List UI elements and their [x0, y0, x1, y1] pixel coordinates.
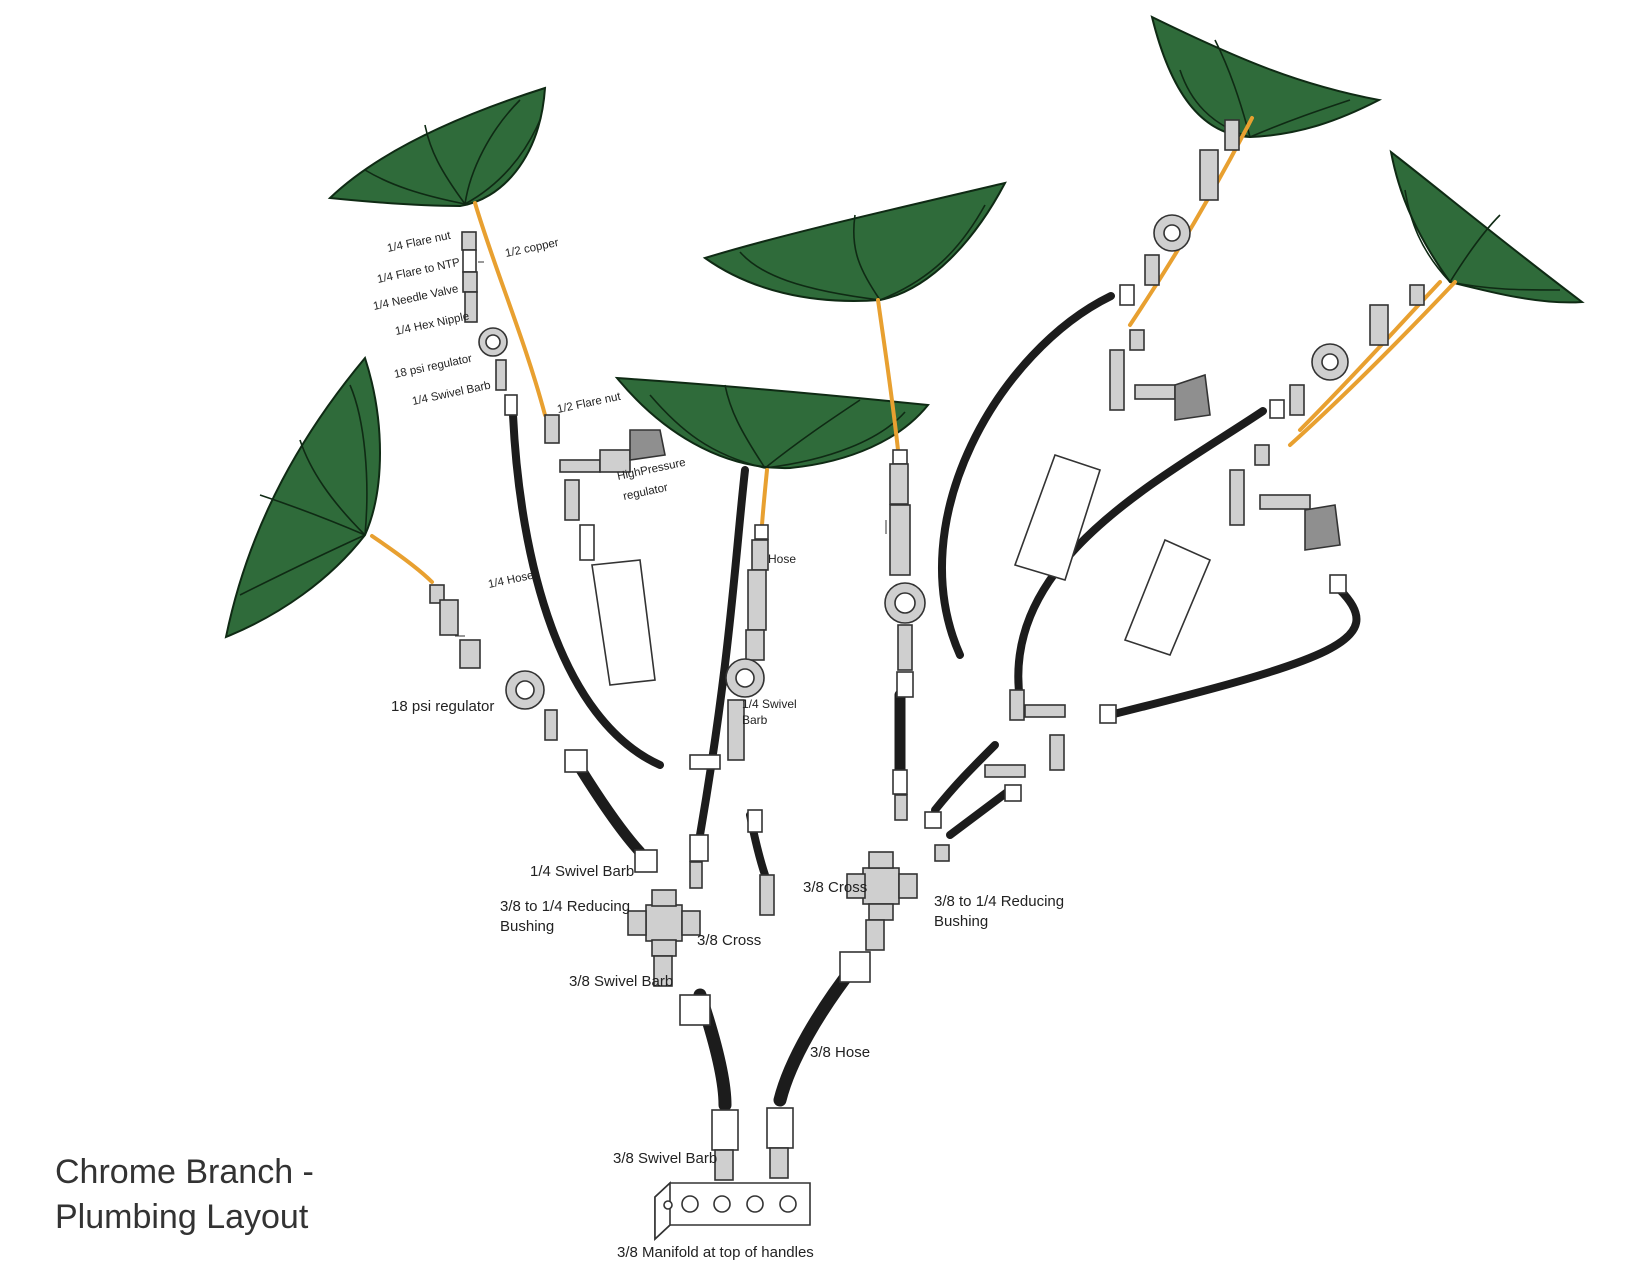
label-regulator-18psi-top: 18 psi regulator — [393, 353, 473, 381]
label-reducing-bushing-right-l1: 3/8 to 1/4 Reducing — [934, 893, 1064, 910]
fitting-stack-top-left — [461, 231, 518, 416]
label-flare-to-ntp-14: 1/4 Flare to NTP — [376, 257, 461, 286]
cross-38-left — [627, 889, 711, 1026]
label-flare-nut-14: 1/4 Flare nut — [386, 230, 452, 255]
leaf-right — [1389, 149, 1585, 304]
label-swivel-barb-38-left: 3/8 Swivel Barb — [569, 973, 673, 990]
label-hose-small: Hose — [768, 552, 796, 566]
hose-center-left — [696, 466, 749, 839]
fitting-stack-center-top — [884, 449, 926, 821]
manifold-38 — [654, 1107, 811, 1241]
hose-left-short — [574, 762, 646, 858]
label-hex-nipple-14: 1/4 Hex Nipple — [394, 311, 470, 338]
label-swivel-barb-14-left: 1/4 Swivel Barb — [530, 863, 634, 880]
copper-line-left — [370, 534, 434, 584]
label-needle-valve-14: 1/4 Needle Valve — [372, 283, 459, 313]
fitting-stack-right — [1123, 284, 1425, 656]
label-cross-38-right: 3/8 Cross — [803, 879, 867, 896]
copper-line-center — [760, 468, 769, 527]
label-swivel-barb-14-top: 1/4 Swivel Barb — [411, 380, 492, 408]
leaf-center-top — [702, 181, 1007, 302]
fitting-stack-top-right — [1013, 119, 1240, 581]
hose-right-outer — [1106, 586, 1361, 719]
label-swivel-barb-14-mid-l2: Barb — [742, 713, 768, 727]
label-reducing-bushing-left-l1: 3/8 to 1/4 Reducing — [500, 898, 630, 915]
cross-38-right — [839, 851, 918, 983]
label-swivel-barb-38-bottom: 3/8 Swivel Barb — [613, 1150, 717, 1167]
label-regulator-18psi-left: 18 psi regulator — [391, 698, 494, 715]
leaf-left — [224, 355, 381, 639]
label-reducing-bushing-left-l2: Bushing — [500, 918, 554, 935]
label-highpressure-regulator-l2: regulator — [622, 482, 669, 503]
hose-right-loop — [938, 292, 1115, 659]
hose-right-short-b — [946, 786, 1014, 839]
label-hose-14: 1/4 Hose — [487, 570, 535, 591]
copper-line-top-left — [473, 201, 547, 417]
hose-38-right — [773, 958, 862, 1107]
fitting-copper-tee-top-left — [544, 414, 666, 686]
copper-line-right — [1288, 280, 1457, 447]
label-cross-38-left: 3/8 Cross — [697, 932, 761, 949]
label-flare-nut-12: 1/2 Flare nut — [556, 391, 622, 416]
hose-right-short-a — [931, 741, 999, 814]
label-manifold-38: 3/8 Manifold at top of handles — [617, 1244, 814, 1261]
hose-right-inner — [1014, 407, 1267, 704]
diagram-title-line1: Chrome Branch - — [55, 1153, 314, 1191]
fitting-right-lower-tees — [924, 689, 1117, 862]
fitting-stack-center — [689, 524, 775, 916]
label-copper-12: 1/2 copper — [504, 237, 560, 260]
fitting-stack-left — [429, 584, 658, 873]
hose-14-long — [509, 411, 664, 769]
label-reducing-bushing-right-l2: Bushing — [934, 913, 988, 930]
label-swivel-barb-14-mid-l1: 1/4 Swivel — [742, 697, 797, 711]
copper-line-center-top — [876, 298, 900, 452]
label-hose-38: 3/8 Hose — [810, 1044, 870, 1061]
diagram-title-line2: Plumbing Layout — [55, 1198, 309, 1236]
leaf-top-right — [1150, 15, 1383, 139]
leaf-top-left — [327, 86, 547, 208]
